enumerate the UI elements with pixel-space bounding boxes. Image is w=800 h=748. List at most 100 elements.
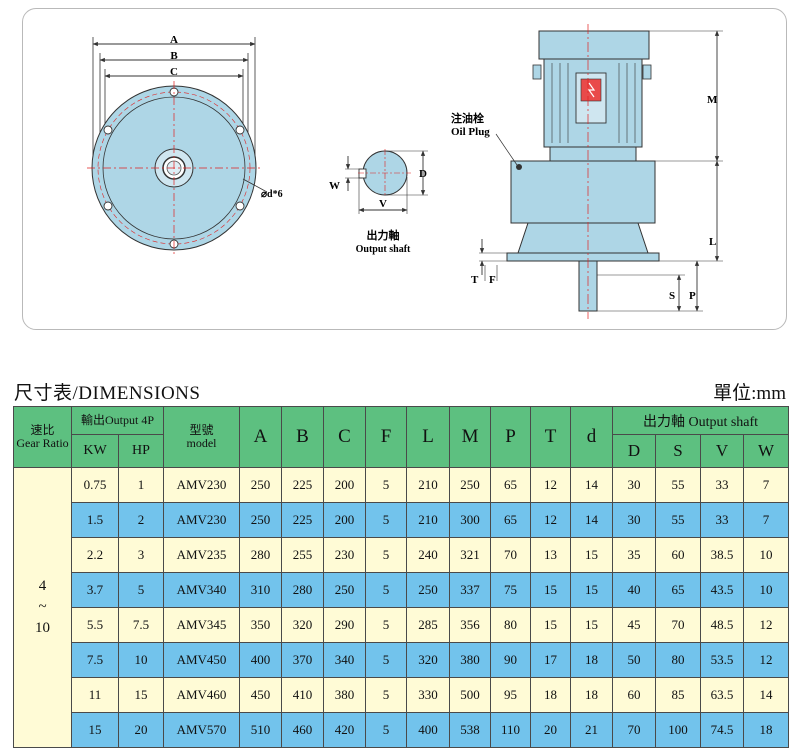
cell-shaft-w: 12: [743, 607, 789, 643]
bolt-hole: [235, 201, 245, 211]
cell-c: 420: [323, 712, 367, 748]
cell-shaft-d: 60: [612, 677, 657, 713]
col-header-shaft-w: W: [743, 434, 789, 468]
cell-shaft-w: 10: [743, 572, 789, 608]
cell-kw: 11: [71, 677, 119, 713]
output-flange: [506, 252, 660, 262]
cell-kw: 3.7: [71, 572, 119, 608]
cell-c: 290: [323, 607, 367, 643]
cell-d: 15: [570, 537, 614, 573]
cell-l: 320: [406, 642, 451, 678]
label-shaft-w: W: [329, 180, 340, 192]
output-shaft-header: 出力軸 Output shaft: [612, 406, 789, 435]
cell-kw: 5.5: [71, 607, 119, 643]
cell-kw: 2.2: [71, 537, 119, 573]
cell-model: AMV345: [163, 607, 241, 643]
col-header-d-small: d: [570, 406, 614, 468]
cell-c: 200: [323, 467, 367, 503]
cell-a: 310: [239, 572, 283, 608]
cell-p: 95: [490, 677, 532, 713]
cell-l: 210: [406, 467, 451, 503]
gear-housing: [510, 160, 656, 224]
oil-plug-label-cn: 注油栓: [451, 111, 484, 125]
gear-ratio-cell: 4~10: [13, 467, 72, 748]
label-d6: ⌀d*6: [261, 189, 283, 200]
cell-l: 240: [406, 537, 451, 573]
col-header-b: B: [281, 406, 325, 468]
cell-b: 280: [281, 572, 325, 608]
cell-b: 255: [281, 537, 325, 573]
cell-l: 330: [406, 677, 451, 713]
cell-p: 90: [490, 642, 532, 678]
cell-shaft-v: 74.5: [700, 712, 745, 748]
cell-t: 15: [530, 572, 572, 608]
label-a: A: [170, 34, 178, 46]
cell-d: 14: [570, 467, 614, 503]
cell-a: 250: [239, 502, 283, 538]
shaft-caption-cn: 出力軸: [367, 228, 400, 242]
label-l: L: [709, 236, 716, 248]
cell-model: AMV460: [163, 677, 241, 713]
cell-shaft-v: 33: [700, 502, 745, 538]
oil-plug: [516, 164, 522, 170]
cell-shaft-s: 100: [655, 712, 702, 748]
cell-f: 5: [365, 607, 408, 643]
cell-kw: 1.5: [71, 502, 119, 538]
cell-f: 5: [365, 572, 408, 608]
cell-c: 340: [323, 642, 367, 678]
cell-m: 321: [449, 537, 492, 573]
shaft-section-view: D W V 出力軸 Output shaft: [329, 149, 428, 255]
col-header-shaft-v: V: [700, 434, 745, 468]
col-header-c: C: [323, 406, 367, 468]
cell-shaft-w: 7: [743, 467, 789, 503]
cell-hp: 2: [117, 502, 165, 538]
cell-model: AMV570: [163, 712, 241, 748]
cell-b: 225: [281, 467, 325, 503]
bolt-hole: [235, 125, 245, 135]
cell-b: 320: [281, 607, 325, 643]
cell-hp: 20: [117, 712, 165, 748]
motor-flange: [549, 146, 637, 162]
cell-a: 250: [239, 467, 283, 503]
cell-t: 20: [530, 712, 572, 748]
cell-b: 460: [281, 712, 325, 748]
lifting-lug: [642, 64, 652, 80]
label-t: T: [471, 274, 479, 286]
cell-f: 5: [365, 502, 408, 538]
dimension-drawing: A B C ⌀d*6: [87, 24, 723, 319]
cell-hp: 7.5: [117, 607, 165, 643]
cell-shaft-s: 65: [655, 572, 702, 608]
cell-l: 250: [406, 572, 451, 608]
col-header-l: L: [406, 406, 451, 468]
cell-shaft-d: 30: [612, 502, 657, 538]
cell-hp: 3: [117, 537, 165, 573]
cell-m: 300: [449, 502, 492, 538]
label-b: B: [170, 50, 178, 62]
cell-l: 400: [406, 712, 451, 748]
cell-shaft-w: 10: [743, 537, 789, 573]
cell-d: 14: [570, 502, 614, 538]
cell-p: 65: [490, 467, 532, 503]
cell-model: AMV340: [163, 572, 241, 608]
cell-t: 12: [530, 502, 572, 538]
cell-shaft-s: 60: [655, 537, 702, 573]
cell-f: 5: [365, 537, 408, 573]
cell-shaft-v: 53.5: [700, 642, 745, 678]
col-header-p: P: [490, 406, 532, 468]
cell-shaft-s: 55: [655, 467, 702, 503]
cell-model: AMV235: [163, 537, 241, 573]
cell-f: 5: [365, 677, 408, 713]
cell-b: 370: [281, 642, 325, 678]
cell-m: 538: [449, 712, 492, 748]
dimensions-heading: 尺寸表/DIMENSIONS: [14, 383, 201, 404]
shaft-caption-en: Output shaft: [356, 244, 411, 255]
cell-model: AMV450: [163, 642, 241, 678]
cell-t: 13: [530, 537, 572, 573]
